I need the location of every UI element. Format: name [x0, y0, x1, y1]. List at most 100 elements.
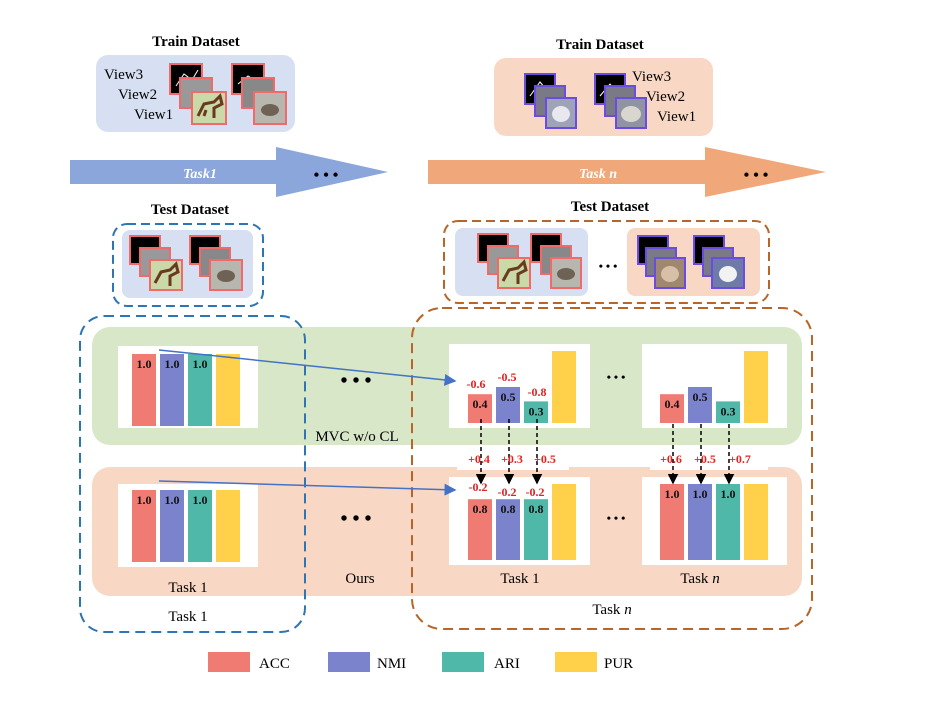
taskn-arrow-label: Task n	[579, 167, 617, 182]
legend: ACC NMI ARI PUR	[208, 652, 633, 672]
test-box-right	[443, 220, 770, 304]
delta-mid-top-acc: -0.6	[467, 377, 486, 391]
chart-ellipsis-top: • • •	[607, 370, 626, 384]
bar-left-bottom-acc	[132, 490, 156, 562]
train-title-left: Train Dataset	[152, 34, 240, 50]
bar-left-bottom-ari	[188, 490, 212, 562]
view2-label-right: View2	[646, 89, 685, 105]
bar-mid-bottom-pur	[552, 484, 576, 560]
bars-left-top: 1.0 1.0 1.0	[132, 354, 240, 426]
delta-mid-top-nmi: -0.5	[498, 370, 517, 384]
right-chart-task-label: Task n	[680, 571, 719, 587]
view1-label-left: View1	[134, 107, 173, 123]
mid-chart-task-label: Task 1	[500, 571, 539, 587]
value-label-left-top-acc: 1.0	[137, 357, 152, 371]
value-label-left-bottom-acc: 1.0	[137, 493, 152, 507]
gain-box-right	[650, 448, 768, 470]
value-label-mid-top-nmi: 0.5	[501, 390, 516, 404]
legend-swatch-pur	[555, 652, 597, 672]
train-dataset-left: Train Dataset View3 View2 View1	[96, 34, 295, 132]
delta-mid-bottom-nmi: -0.2	[498, 485, 517, 499]
task1-arrow-ellipsis: • • •	[314, 167, 339, 184]
bar-left-top-pur	[216, 354, 240, 426]
test-title-left: Test Dataset	[151, 202, 229, 218]
task1-group-box	[79, 315, 306, 633]
view3-label-left: View3	[104, 67, 143, 83]
ours-label: Ours	[345, 571, 374, 587]
bar-right-bottom-pur	[744, 484, 768, 560]
bar-left-bottom-pur	[216, 490, 240, 562]
value-label-left-bottom-nmi: 1.0	[165, 493, 180, 507]
value-label-right-top-ari: 0.3	[721, 404, 736, 418]
bar-mid-bottom-nmi	[496, 499, 520, 560]
bar-left-top-ari	[188, 354, 212, 426]
delta-mid-top-ari: -0.8	[528, 385, 547, 399]
legend-label-pur: PUR	[604, 656, 633, 672]
gain-right-nmi: +0.5	[694, 452, 716, 466]
improvement-arrows-right	[667, 424, 735, 485]
delta-mid-bottom-ari: -0.2	[526, 485, 545, 499]
legend-label-nmi: NMI	[377, 656, 406, 672]
legend-swatch-nmi	[328, 652, 370, 672]
taskn-arrow-ellipsis: • • •	[744, 167, 769, 184]
thumbnail-stack-cat	[524, 73, 577, 129]
chart-ellipsis-bottom: • • •	[607, 511, 626, 525]
thumbnail-stack-bird	[231, 63, 287, 125]
horse-photo-thumbnail	[497, 257, 531, 289]
gain-mid-acc: +0.4	[468, 452, 490, 466]
gain-mid-nmi: +0.3	[501, 452, 523, 466]
value-label-mid-top-ari: 0.3	[529, 404, 544, 418]
bar-mid-top-acc	[468, 394, 492, 423]
bar-right-bottom-ari	[716, 484, 740, 560]
bar-mid-top-ari	[524, 401, 548, 423]
value-label-mid-bottom-acc: 0.8	[473, 502, 488, 516]
bar-left-bottom-nmi	[160, 490, 184, 562]
transfer-arrow-top	[158, 349, 457, 386]
value-label-right-top-nmi: 0.5	[693, 390, 708, 404]
gain-right-acc: +0.6	[660, 452, 682, 466]
legend-label-ari: ARI	[494, 656, 520, 672]
test-dataset-left: Test Dataset	[112, 202, 264, 307]
bars-right-top: 0.40.50.3	[660, 351, 768, 423]
bars-mid-bottom: 0.8 0.8 0.8	[468, 484, 576, 560]
row-ellipsis-bottom: • • •	[340, 508, 371, 530]
task1-arrow-label: Task1	[183, 167, 217, 182]
bar-mid-bottom-acc	[468, 499, 492, 560]
improvement-arrows-mid	[475, 419, 543, 485]
thumbnail-stack-horse	[169, 63, 227, 125]
delta-mid-bottom-acc: -0.2	[469, 480, 488, 494]
value-label-mid-bottom-nmi: 0.8	[501, 502, 516, 516]
taskn-arrow: Task n • • •	[428, 147, 826, 197]
bar-left-top-acc	[132, 354, 156, 426]
value-label-left-top-ari: 1.0	[193, 357, 208, 371]
bar-right-top-ari	[716, 401, 740, 423]
legend-label-acc: ACC	[259, 656, 290, 672]
transfer-arrow-bottom	[158, 480, 457, 496]
view1-label-right: View1	[657, 109, 696, 125]
left-box-task-label: Task 1	[168, 609, 207, 625]
bar-right-top-acc	[660, 394, 684, 423]
gain-mid-ari: +0.5	[534, 452, 556, 466]
bar-left-top-nmi	[160, 354, 184, 426]
bars-mid-top: 0.4 0.5 0.3	[468, 351, 576, 423]
ours-row-band	[92, 467, 802, 596]
view2-label-left: View2	[118, 87, 157, 103]
value-label-mid-bottom-ari: 0.8	[529, 502, 544, 516]
legend-swatch-ari	[442, 652, 484, 672]
bar-right-top-pur	[744, 351, 768, 423]
taskn-group-box	[411, 307, 813, 630]
value-label-left-top-nmi: 1.0	[165, 357, 180, 371]
baseline-label: MVC w/o CL	[315, 429, 398, 445]
task1-arrow: Task1 • • •	[70, 147, 388, 197]
test-dataset-right: Test Dataset • • •	[443, 199, 770, 304]
bar-mid-top-nmi	[496, 387, 520, 423]
train-title-right: Train Dataset	[556, 37, 644, 53]
bar-right-bottom-acc	[660, 484, 684, 560]
value-label-left-bottom-ari: 1.0	[193, 493, 208, 507]
gain-right-ari: +0.7	[729, 452, 751, 466]
value-label-mid-top-acc: 0.4	[473, 397, 488, 411]
bar-right-top-nmi	[688, 387, 712, 423]
train-dataset-right: Train Dataset View3 View2 View1	[494, 37, 713, 136]
